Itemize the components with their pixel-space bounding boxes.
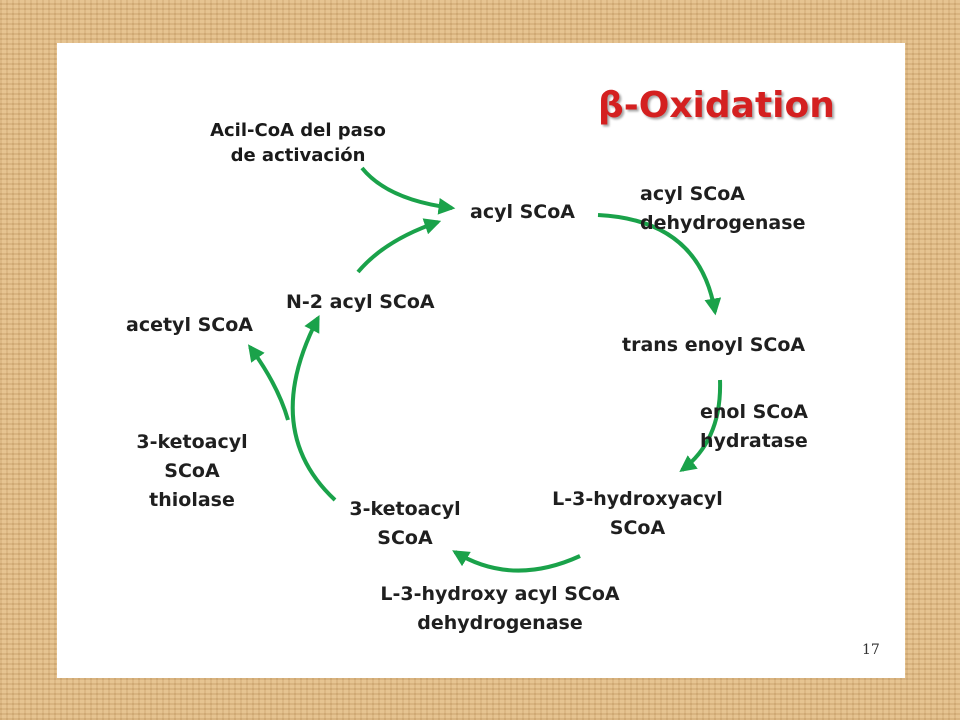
enzyme-label-line: hydratase [700,430,808,452]
enzyme-label-line: thiolase [149,489,235,511]
enzyme-label-line: acyl SCoA [640,183,745,205]
enzyme-label-line: SCoA [164,460,220,482]
node-acyl-scoa: acyl SCoA [470,201,575,223]
page-number: 17 [862,642,880,658]
enzyme-label-line: enol SCoA [700,401,808,423]
node-n2-acyl-scoa: N-2 acyl SCoA [286,291,435,313]
slide [57,43,905,678]
node-label-line: SCoA [377,527,433,549]
page-title: β-Oxidation [598,85,835,126]
node-label-line: L-3-hydroxyacyl [552,488,723,510]
enzyme-acyl-scoa-dehydrogenase: acyl SCoA dehydrogenase [640,180,805,238]
enzyme-enol-scoa-hydratase: enol SCoA hydratase [700,398,808,456]
arrow-activation-to-acyl [360,166,456,215]
enzyme-3-ketoacyl-scoa-thiolase: 3-ketoacyl SCoA thiolase [126,428,258,515]
node-label-line: SCoA [609,517,666,539]
node-l3-hydroxyacyl-scoa: L-3-hydroxyacyl SCoA [540,485,735,543]
activation-note: Acil-CoA del paso de activación [186,118,410,168]
node-trans-enoyl-scoa: trans enoyl SCoA [622,334,806,356]
activation-note-line-2: de activación [230,145,366,166]
node-acetyl-scoa: acetyl SCoA [126,314,253,336]
arrow-n2-acyl-to-acyl [356,218,442,274]
enzyme-label-line: dehydrogenase [417,612,583,634]
node-label-line: 3-ketoacyl [349,498,461,520]
enzyme-l3-hydroxy-acyl-scoa-dehydrogenase: L-3-hydroxy acyl SCoA dehydrogenase [365,580,635,638]
enzyme-label-line: dehydrogenase [640,212,806,234]
arrow-ketoacyl-to-acetyl [248,344,290,421]
enzyme-label-line: L-3-hydroxy acyl SCoA [380,583,620,605]
enzyme-label-line: 3-ketoacyl [136,431,248,453]
arrow-ketoacyl-to-n2-acyl [290,315,337,502]
node-3-ketoacyl-scoa: 3-ketoacyl SCoA [335,495,475,553]
activation-note-line-1: Acil-CoA del paso [210,120,386,141]
arrow-hydroxyacyl-to-ketoacyl [452,550,581,573]
arrow-acyl-to-trans-enoyl [597,213,722,316]
arrow-trans-enoyl-to-hydroxyacyl [679,379,723,473]
